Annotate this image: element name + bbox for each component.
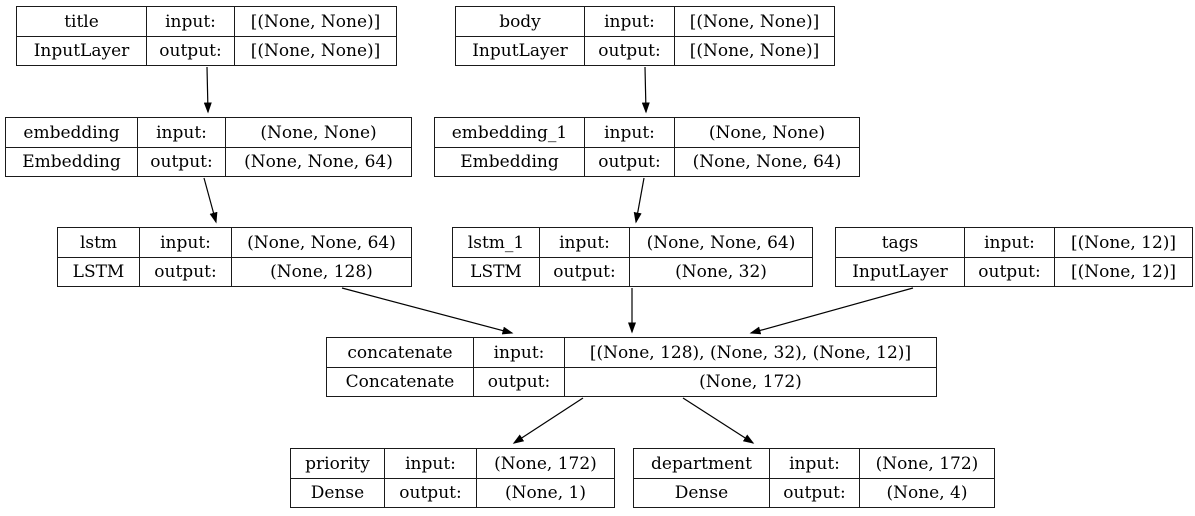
input-shape: [(None, None)] — [674, 7, 834, 36]
output-label: output: — [539, 257, 629, 286]
input-shape: (None, None, 64) — [231, 228, 411, 257]
edge-title-to-embedding — [203, 66, 212, 114]
input-shape: (None, None) — [674, 118, 859, 147]
input-shape: [(None, 128), (None, 32), (None, 12)] — [564, 338, 936, 367]
edge-lstm-to-concatenate — [341, 287, 514, 335]
input-shape: (None, None, 64) — [629, 228, 812, 257]
output-label: output: — [584, 36, 674, 65]
layer-name: lstm — [79, 232, 118, 253]
input-label: input: — [139, 228, 231, 257]
output-label: output: — [473, 367, 564, 396]
output-shape: [(None, None)] — [234, 36, 396, 65]
input-shape: (None, None) — [225, 118, 411, 147]
input-label: input: — [769, 449, 859, 478]
layer-node-body: body input: [(None, None)] InputLayer ou… — [455, 6, 835, 66]
output-label: output: — [146, 36, 234, 65]
layer-type: LSTM — [453, 257, 539, 286]
layer-node-department: department input: (None, 172) Dense outp… — [633, 448, 995, 508]
layer-name: title — [64, 11, 99, 32]
input-label: input: — [146, 7, 234, 36]
output-shape: (None, 1) — [476, 478, 614, 507]
layer-name: tags — [881, 232, 919, 253]
edge-tags-to-concatenate — [749, 287, 914, 335]
edge-embedding-to-lstm — [203, 177, 218, 224]
edge-concatenate-to-priority — [512, 397, 584, 444]
output-shape: [(None, None)] — [674, 36, 834, 65]
output-shape: [(None, 12)] — [1054, 257, 1192, 286]
input-label: input: — [964, 228, 1054, 257]
output-shape: (None, 128) — [231, 257, 411, 286]
layer-name: department — [651, 453, 752, 474]
input-label: input: — [384, 449, 476, 478]
layer-node-tags: tags input: [(None, 12)] InputLayer outp… — [835, 227, 1193, 287]
layer-name: body — [499, 11, 541, 32]
layer-node-embedding: embedding input: (None, None) Embedding … — [5, 117, 412, 177]
layer-node-priority: priority input: (None, 172) Dense output… — [290, 448, 615, 508]
layer-name: priority — [305, 453, 370, 474]
input-shape: (None, 172) — [859, 449, 994, 478]
output-shape: (None, None, 64) — [225, 147, 411, 176]
input-shape: (None, 172) — [476, 449, 614, 478]
layer-node-embedding_1: embedding_1 input: (None, None) Embeddin… — [434, 117, 860, 177]
layer-node-concatenate: concatenate input: [(None, 128), (None, … — [326, 337, 937, 397]
layer-type: Dense — [634, 478, 769, 507]
layer-type: InputLayer — [17, 36, 146, 65]
layer-name: embedding_1 — [451, 122, 568, 143]
output-shape: (None, 172) — [564, 367, 936, 396]
layer-node-lstm: lstm input: (None, None, 64) LSTM output… — [57, 227, 412, 287]
layer-type: Dense — [291, 478, 384, 507]
layer-name: concatenate — [347, 342, 453, 363]
input-label: input: — [584, 7, 674, 36]
layer-type: Concatenate — [327, 367, 473, 396]
output-label: output: — [139, 257, 231, 286]
layer-name: lstm_1 — [467, 232, 525, 253]
layer-type: LSTM — [58, 257, 139, 286]
output-label: output: — [384, 478, 476, 507]
edge-body-to-embedding_1 — [641, 66, 650, 114]
output-shape: (None, None, 64) — [674, 147, 859, 176]
layer-type: InputLayer — [456, 36, 584, 65]
output-shape: (None, 32) — [629, 257, 812, 286]
layer-node-lstm_1: lstm_1 input: (None, None, 64) LSTM outp… — [452, 227, 813, 287]
input-label: input: — [584, 118, 674, 147]
input-label: input: — [137, 118, 225, 147]
layer-type: InputLayer — [836, 257, 964, 286]
input-shape: [(None, None)] — [234, 7, 396, 36]
edge-embedding_1-to-lstm_1 — [633, 177, 645, 224]
input-shape: [(None, 12)] — [1054, 228, 1192, 257]
layer-name: embedding — [23, 122, 120, 143]
output-label: output: — [769, 478, 859, 507]
output-label: output: — [137, 147, 225, 176]
output-label: output: — [584, 147, 674, 176]
layer-type: Embedding — [435, 147, 584, 176]
layer-type: Embedding — [6, 147, 137, 176]
input-label: input: — [539, 228, 629, 257]
input-label: input: — [473, 338, 564, 367]
edge-concatenate-to-department — [682, 397, 755, 444]
output-label: output: — [964, 257, 1054, 286]
layer-node-title: title input: [(None, None)] InputLayer o… — [16, 6, 397, 66]
output-shape: (None, 4) — [859, 478, 994, 507]
